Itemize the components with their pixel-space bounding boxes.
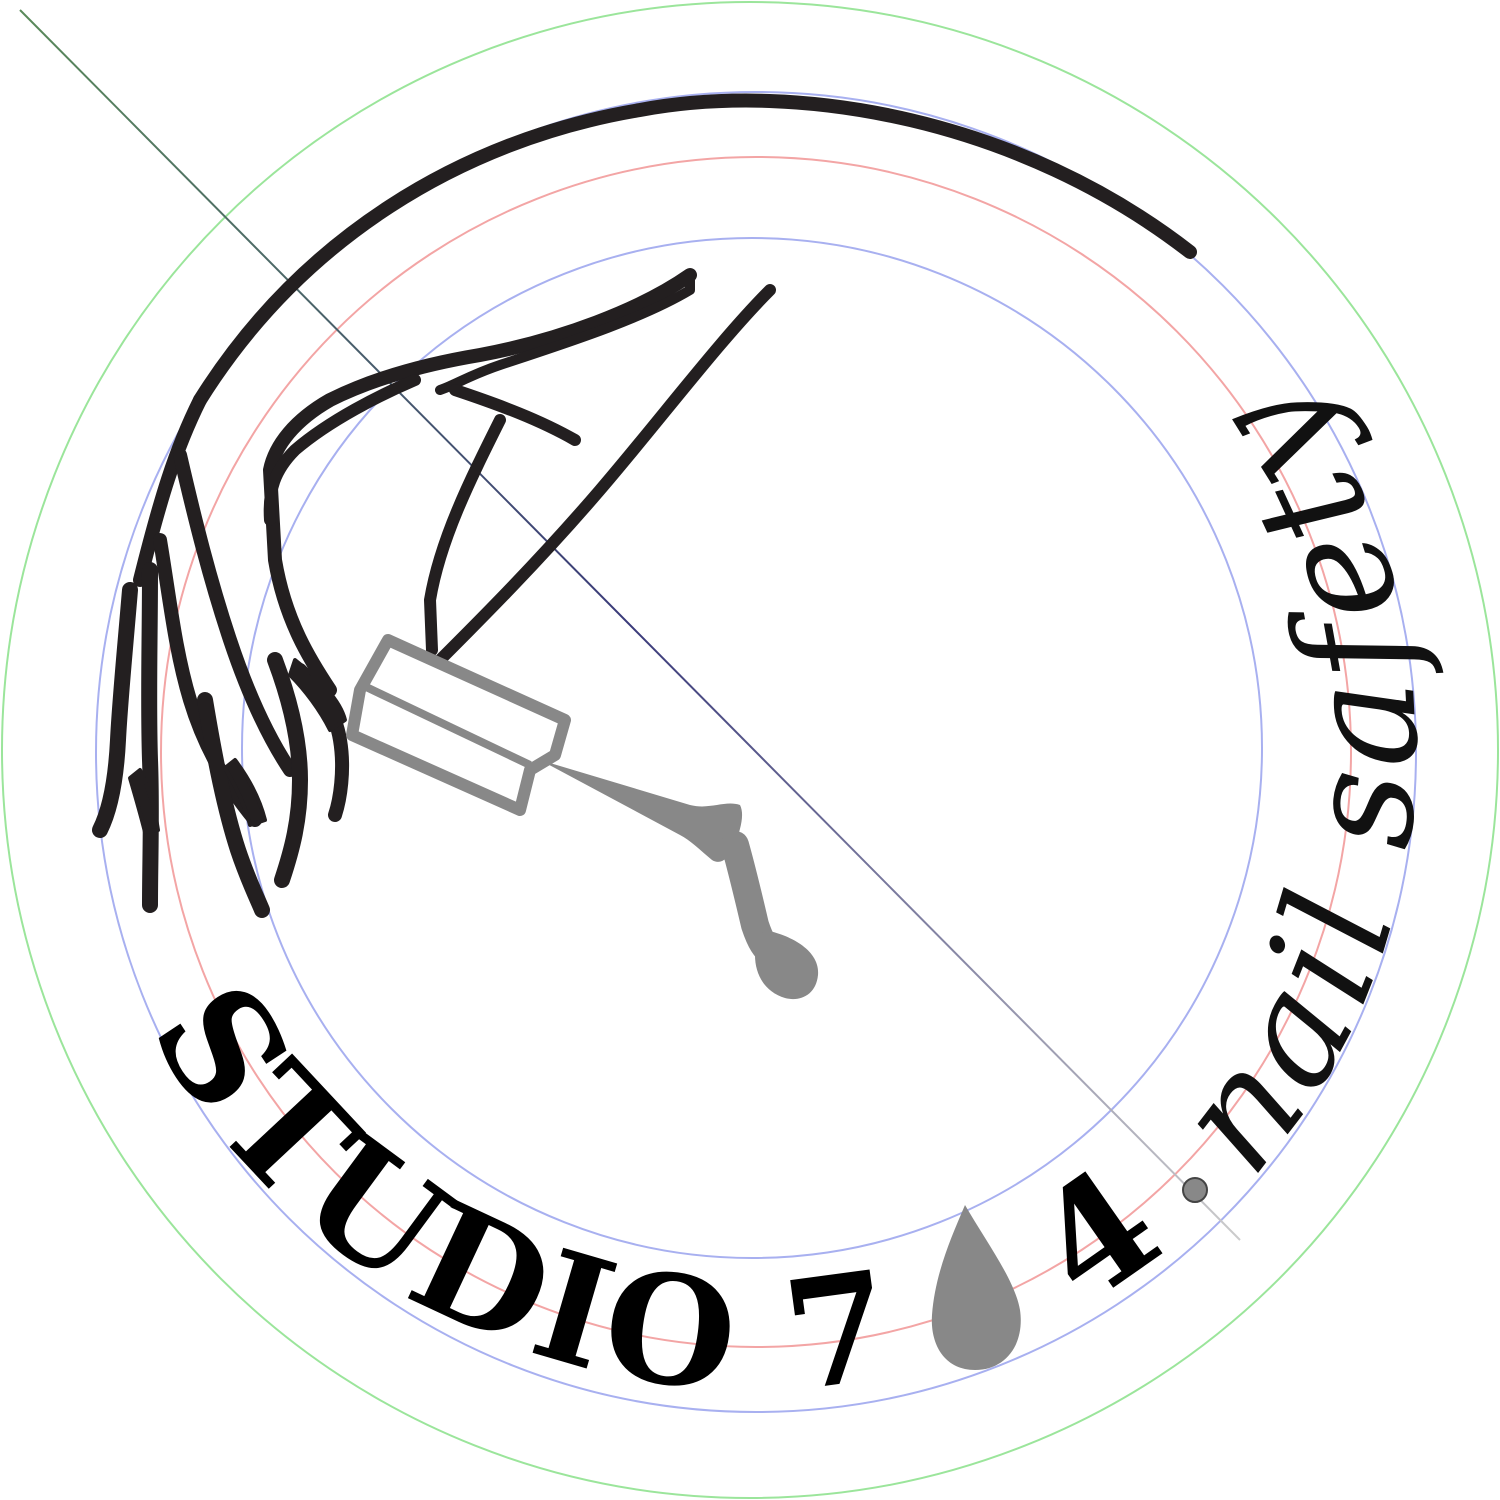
separator-dot [1182, 1177, 1208, 1203]
blue-guide-circle-outer [95, 91, 1417, 1413]
diagonal-guide-line [19, 9, 1241, 1241]
red-guide-circle [160, 156, 1352, 1348]
tagline-text: nail safety [1142, 354, 1445, 1203]
hand-icon [92, 268, 776, 918]
polish-drop-icon [755, 930, 819, 1000]
brand-name: STUDIO 7 [118, 954, 907, 1428]
nail-polish-brush-icon [346, 634, 789, 969]
brand-suffix: 4 [1004, 1130, 1195, 1337]
outer-arc-stroke [193, 93, 1197, 407]
tagline: nail safety [1142, 354, 1453, 1203]
brand-name-text: STUDIO 7 [118, 954, 901, 1428]
brand-drop-icon [931, 1205, 1021, 1370]
blue-guide-circle-inner [241, 237, 1263, 1259]
